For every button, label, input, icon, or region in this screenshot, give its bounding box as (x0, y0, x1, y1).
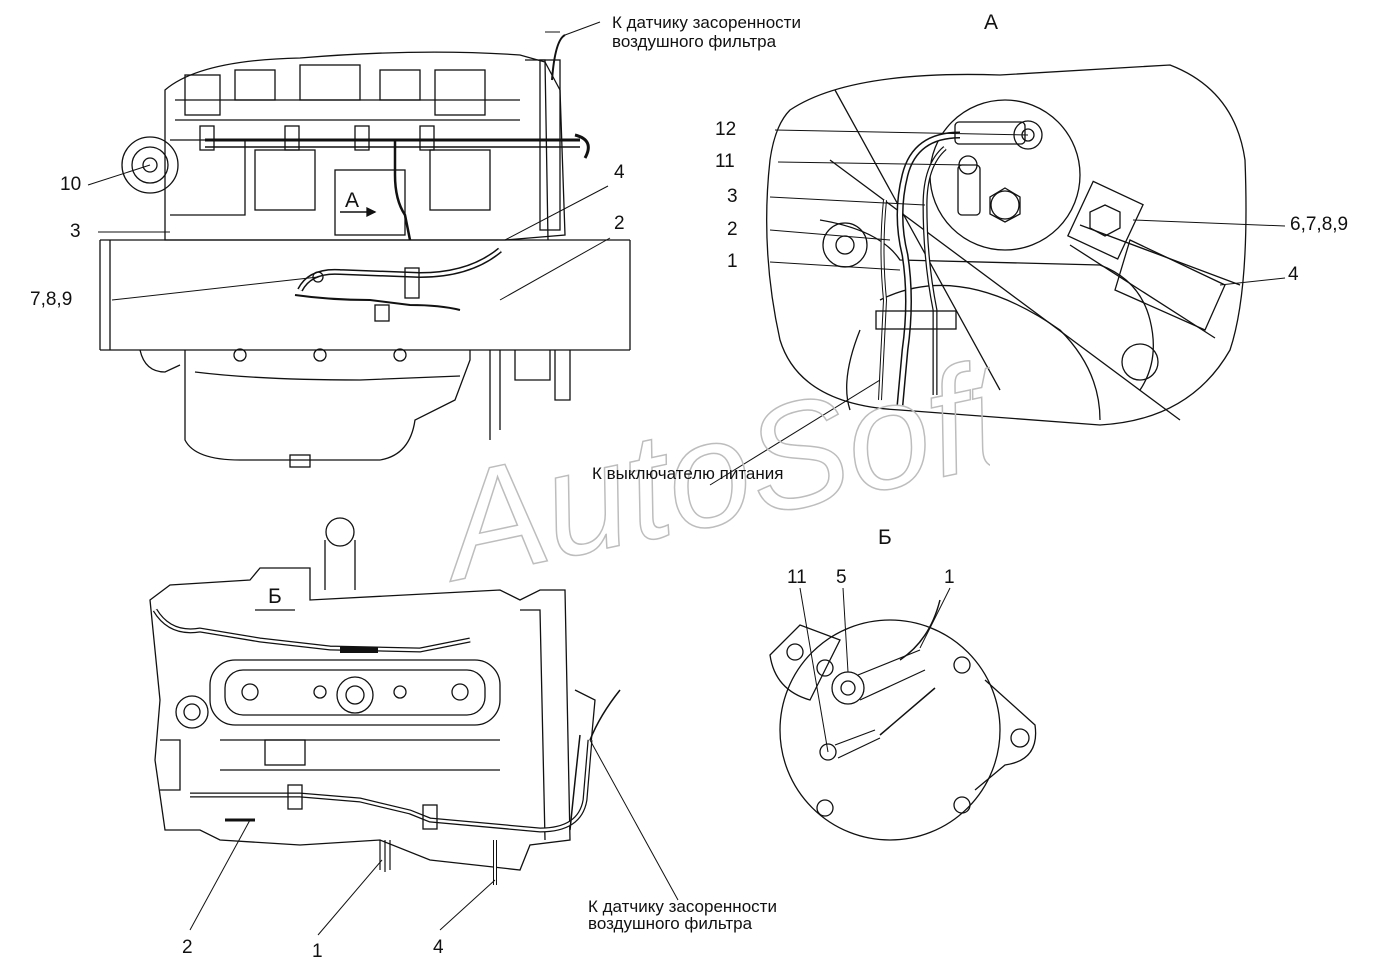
callout-top-1: 1 (312, 941, 323, 962)
callout-side-3: 3 (70, 221, 81, 242)
callout-a-11: 11 (715, 151, 735, 172)
callout-b-11: 11 (787, 567, 807, 588)
callout-a-6789: 6,7,8,9 (1290, 214, 1349, 235)
note-air-filter-top-2: воздушного фильтра (612, 32, 777, 51)
view-b-title: Б (878, 526, 892, 549)
callout-top-2: 2 (182, 937, 193, 958)
callout-b-1: 1 (944, 567, 955, 588)
callout-side-789: 7,8,9 (30, 289, 73, 310)
callout-side-10: 10 (60, 174, 82, 195)
callout-a-12: 12 (715, 119, 737, 140)
callout-a-3: 3 (727, 186, 738, 207)
note-power-switch: К выключателю питания (592, 464, 784, 483)
view-b-marker: Б (268, 585, 282, 608)
note-air-filter-bottom-2: воздушного фильтра (588, 914, 753, 933)
callout-a-1: 1 (727, 251, 738, 272)
note-air-filter-top-1: К датчику засоренности (612, 13, 801, 32)
callout-side-4: 4 (614, 162, 625, 183)
callout-a-4: 4 (1288, 264, 1299, 285)
callout-a-2: 2 (727, 219, 738, 240)
callout-top-4: 4 (433, 937, 444, 958)
callout-side-2: 2 (614, 213, 625, 234)
note-air-filter-bottom-1: К датчику засоренности (588, 897, 777, 916)
view-a-marker: А (345, 189, 360, 212)
view-a-title: А (984, 11, 999, 34)
callout-b-5: 5 (836, 567, 847, 588)
